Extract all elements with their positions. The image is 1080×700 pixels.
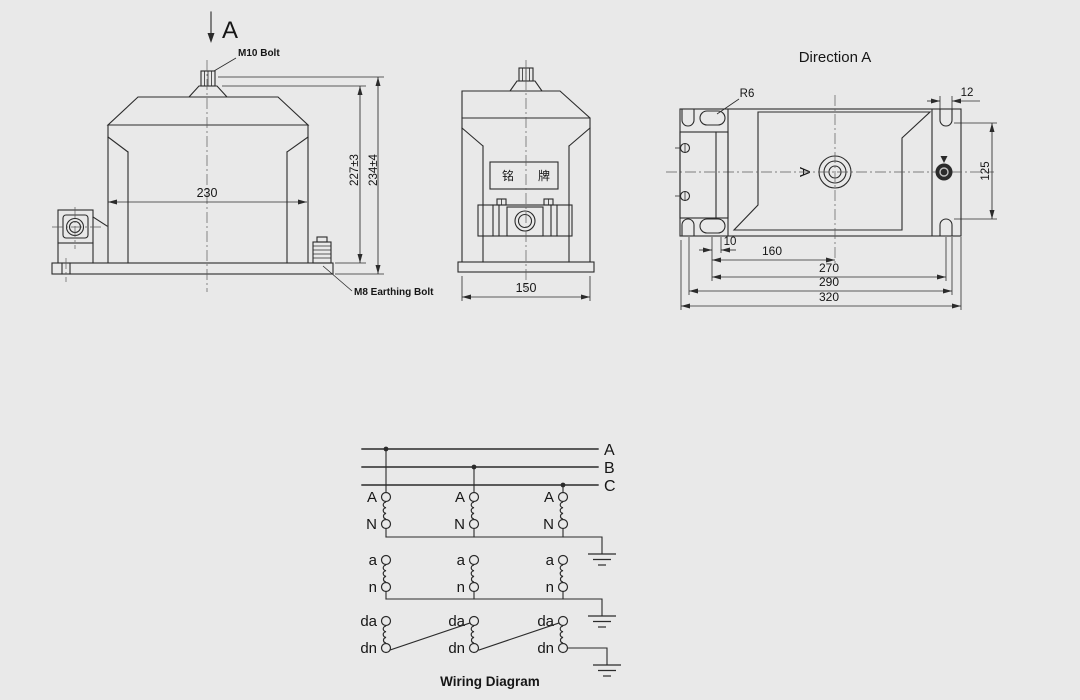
- winding-label: a: [546, 552, 555, 569]
- top-face-chamfer: [732, 111, 932, 231]
- winding-label: dn: [360, 640, 377, 657]
- winding-label: a: [457, 552, 466, 569]
- side-terminal-assembly: [477, 198, 573, 237]
- corner-slots: [681, 108, 953, 237]
- wiring-diagram: A B C A N a n da dn: [360, 442, 621, 689]
- ground-symbol-3: [593, 664, 621, 677]
- front-terminal-box: [52, 207, 108, 264]
- dim-234: 234±4: [218, 76, 384, 275]
- view-a-label: A: [222, 17, 238, 44]
- winding-label: A: [455, 489, 465, 506]
- r6-label: R6: [740, 88, 755, 100]
- winding-label: a: [369, 552, 378, 569]
- winding-label: dn: [537, 640, 554, 657]
- winding-label: N: [454, 516, 465, 533]
- winding-label: A: [544, 489, 554, 506]
- dim-160: 160: [712, 244, 835, 263]
- junction-dot: [471, 464, 477, 470]
- dim-320: 320: [681, 290, 961, 309]
- dim-12-text: 12: [961, 87, 974, 99]
- transformer-column-3: A N a n da dn: [537, 489, 569, 657]
- m8-leader-line: [322, 265, 353, 292]
- top-terminal-box: [675, 131, 729, 219]
- dim-125-text: 125: [980, 161, 992, 180]
- top-earthing-bolt-icon: [935, 156, 953, 181]
- dim-12: 12: [927, 87, 980, 109]
- open-delta-links: [389, 622, 621, 677]
- dim-270: 270: [712, 261, 946, 280]
- junction-dot: [560, 482, 566, 488]
- winding-label: da: [360, 613, 377, 630]
- winding-label: n: [457, 579, 465, 596]
- nameplate-char-right: 牌: [538, 169, 550, 183]
- bus-label-a: A: [604, 442, 615, 459]
- nameplate-char-left: 铭: [502, 168, 514, 183]
- m10-bolt-icon: [187, 70, 229, 98]
- dim-320-text: 320: [819, 290, 839, 304]
- neutral-bus-secondary: [385, 598, 616, 628]
- winding-label: n: [546, 579, 554, 596]
- dim-230: 230: [108, 186, 307, 205]
- transformer-column-2: A N a n da dn: [448, 489, 480, 657]
- direction-a-view: Direction A A: [666, 49, 997, 310]
- bus-label-c: C: [604, 478, 616, 495]
- dim-10-text: 10: [724, 236, 737, 248]
- r6-leader-line: [716, 98, 740, 115]
- dim-290: 290: [689, 275, 952, 294]
- winding-label: N: [543, 516, 554, 533]
- direction-a-title: Direction A: [799, 49, 872, 66]
- dim-234-text: 234±4: [368, 153, 380, 185]
- dim-290-text: 290: [819, 275, 839, 289]
- m10-bolt-label: M10 Bolt: [238, 48, 280, 59]
- view-a-arrowhead: [207, 33, 215, 43]
- m8-bolt-label: M8 Earthing Bolt: [354, 287, 434, 298]
- dim-227: 227±3: [222, 85, 366, 264]
- dim-230-text: 230: [197, 186, 218, 200]
- dim-227-text: 227±3: [349, 154, 361, 186]
- dim-10: 10: [699, 236, 737, 253]
- junction-dot: [383, 446, 389, 452]
- nameplate: 铭 牌: [489, 161, 559, 190]
- wiring-diagram-caption: Wiring Diagram: [440, 674, 540, 689]
- front-body-outline: [106, 96, 310, 264]
- neutral-bus-primary: [385, 536, 616, 566]
- winding-label: dn: [448, 640, 465, 657]
- transformer-column-1: A N a n da dn: [360, 489, 392, 657]
- base-plate: [51, 258, 334, 282]
- top-plate-outline: [679, 108, 962, 237]
- m10-leader-line: [213, 57, 237, 72]
- dim-270-text: 270: [819, 261, 839, 275]
- dim-125: 125: [954, 122, 997, 220]
- side-view: 铭 牌 150: [457, 60, 595, 301]
- front-view: A M10 Bolt: [51, 11, 434, 298]
- ground-symbol-1: [588, 553, 616, 566]
- ground-symbol-2: [588, 615, 616, 628]
- dim-150: 150: [461, 276, 591, 301]
- m8-earthing-bolt-icon: [312, 236, 332, 264]
- bus-label-b: B: [604, 460, 615, 477]
- winding-label: N: [366, 516, 377, 533]
- dim-150-text: 150: [516, 281, 537, 295]
- winding-label: A: [367, 489, 377, 506]
- dim-160-text: 160: [762, 244, 782, 258]
- winding-label: n: [369, 579, 377, 596]
- bottom-extension-lines: [680, 237, 962, 310]
